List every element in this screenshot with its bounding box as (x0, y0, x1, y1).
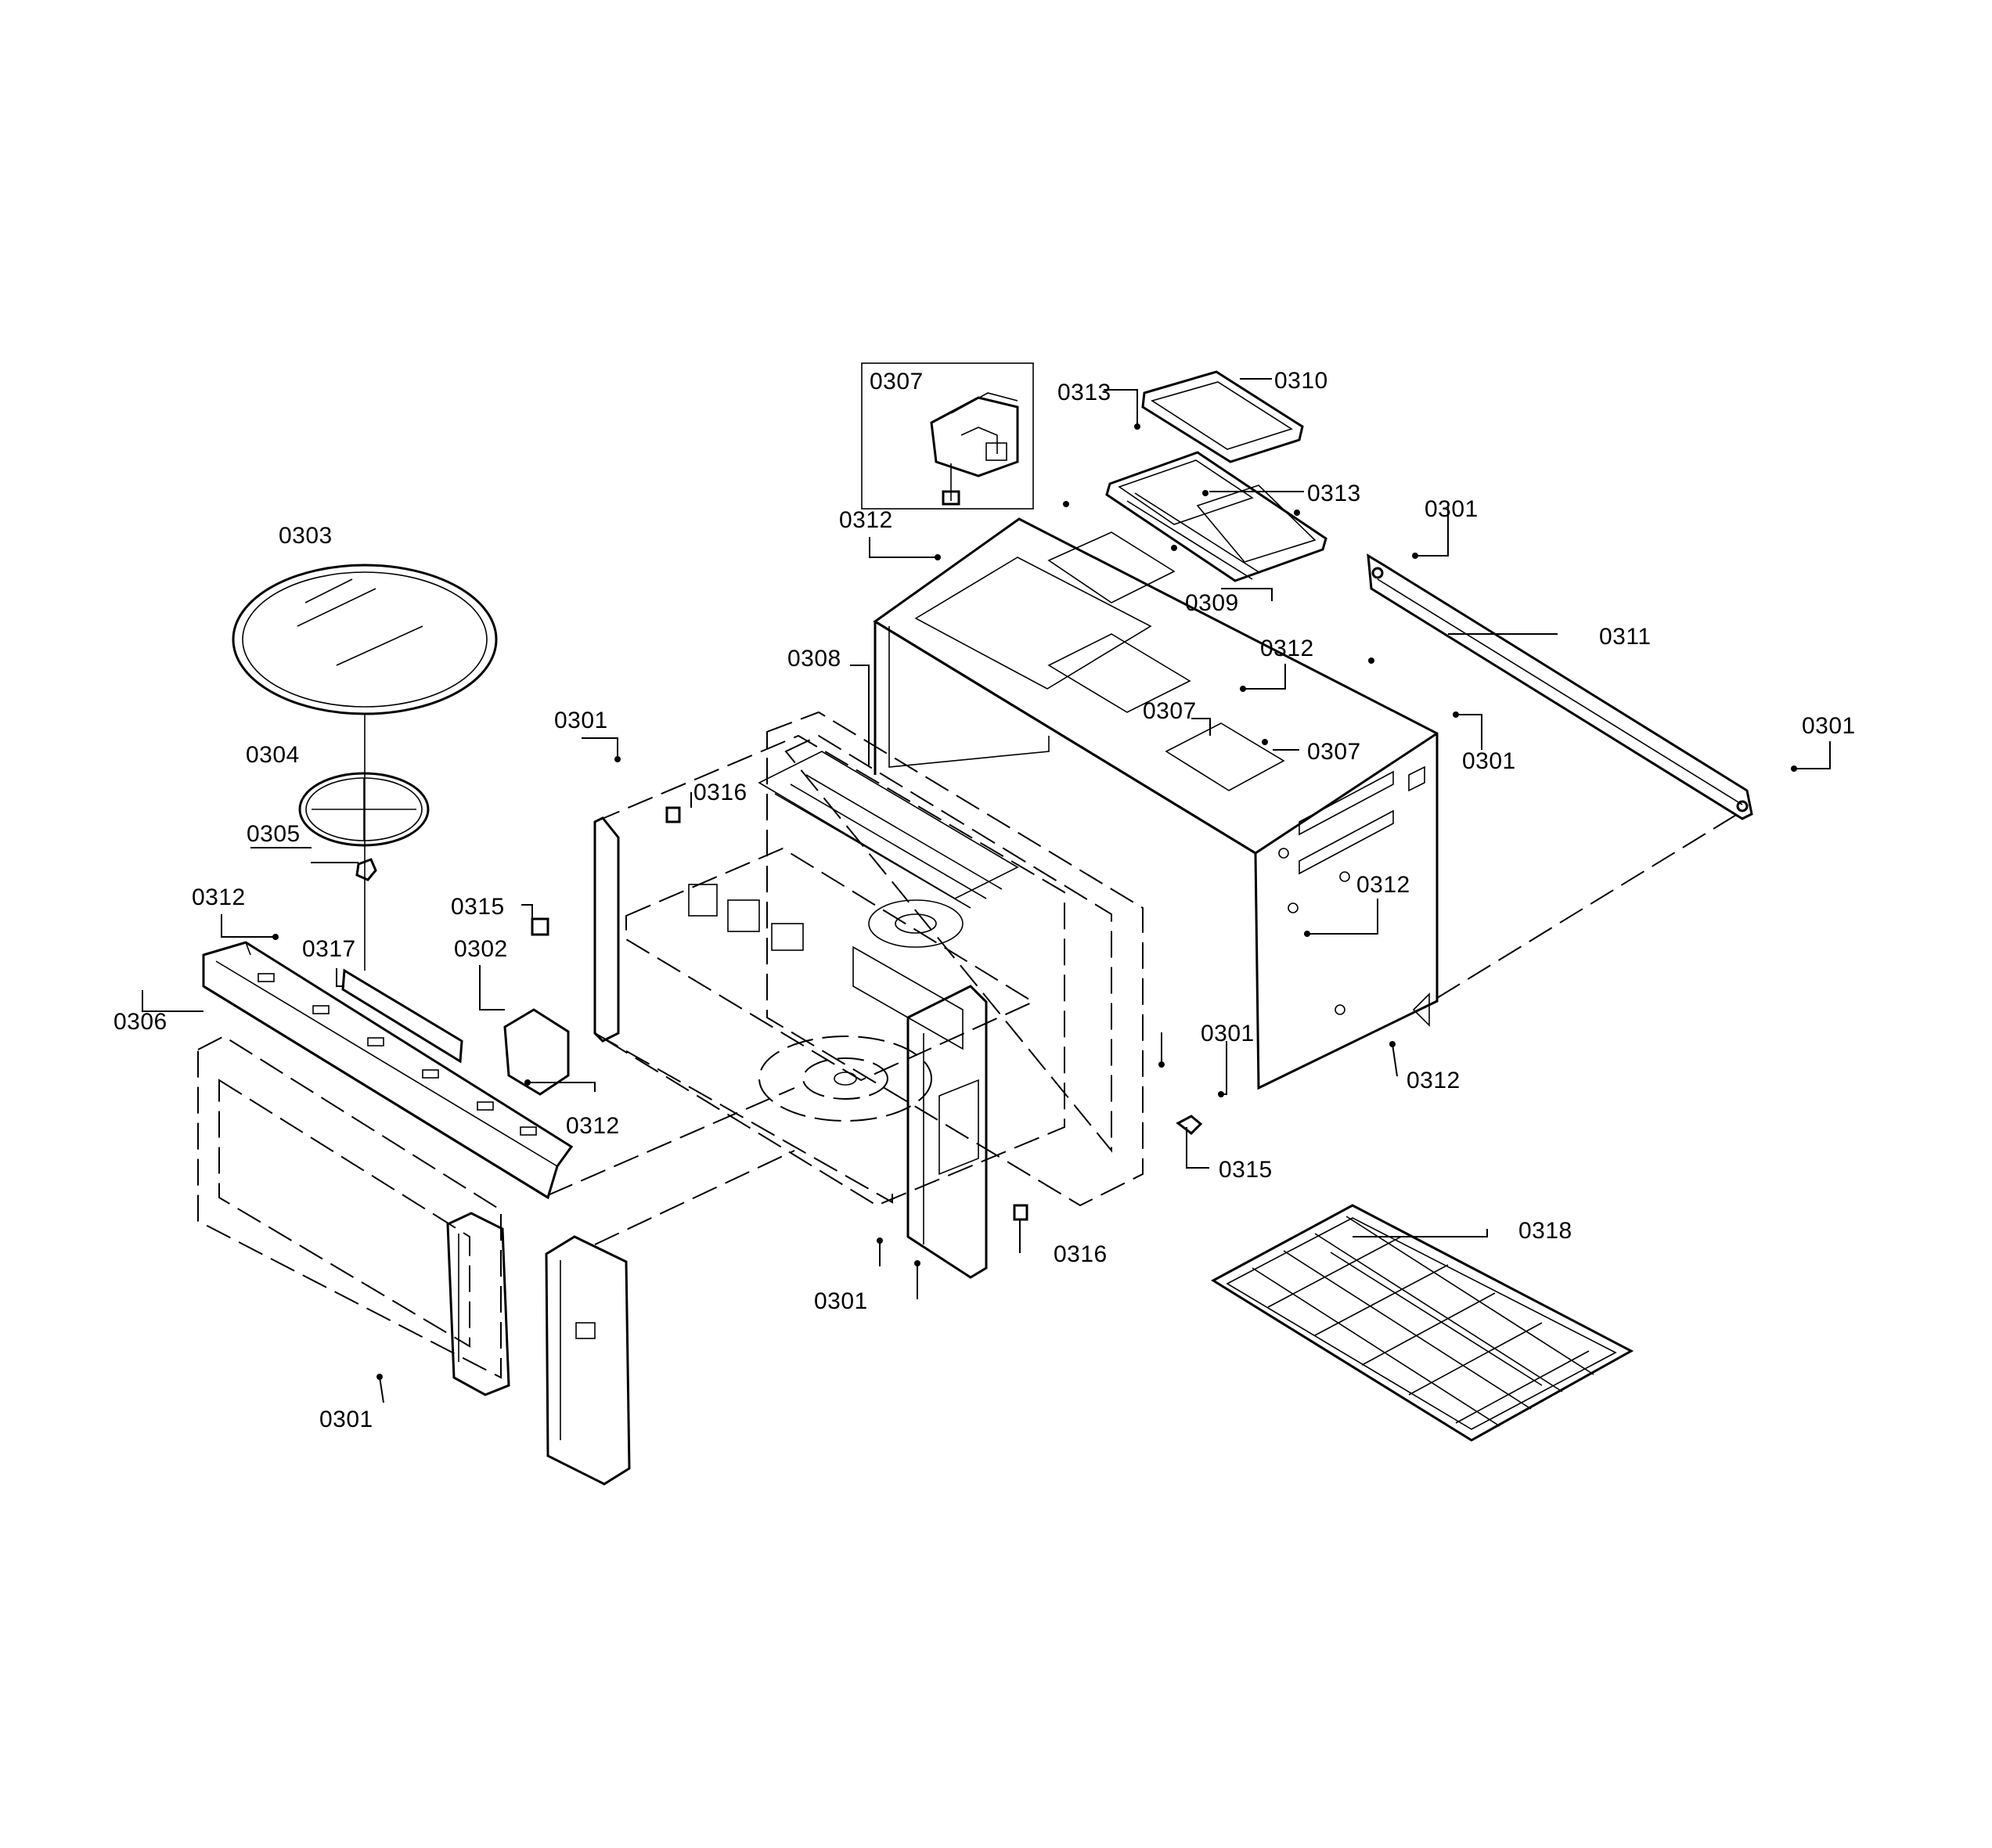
alignment-lines (364, 714, 1738, 1245)
label-0311: 0311 (1599, 624, 1652, 650)
label-0312-mid: 0312 (1260, 636, 1314, 661)
label-0308: 0308 (787, 646, 841, 672)
label-0318: 0318 (1518, 1218, 1572, 1244)
label-0316-bottom: 0316 (1054, 1241, 1108, 1267)
label-0302: 0302 (454, 936, 508, 962)
label-0309: 0309 (1185, 590, 1239, 616)
label-0301-door-bottom: 0301 (319, 1407, 373, 1432)
label-0306: 0306 (113, 1009, 168, 1035)
cover-part-door-side (545, 1235, 631, 1486)
leader-lines (142, 378, 1831, 1403)
label-0310: 0310 (1274, 368, 1328, 394)
clip-part-0315-right (1176, 1115, 1203, 1135)
label-0301-front-right: 0301 (1201, 1021, 1255, 1046)
rail-part-0311 (1367, 553, 1753, 820)
label-0304: 0304 (246, 742, 300, 768)
clip-part-0316-bottom (1013, 1204, 1028, 1221)
label-0301-far-right: 0301 (1802, 713, 1856, 739)
door-assembly (197, 1035, 510, 1396)
label-0301-cabinet: 0301 (1462, 748, 1516, 774)
label-0307-inset: 0307 (870, 369, 924, 394)
label-0313-top: 0313 (1057, 380, 1111, 405)
label-0315-right: 0315 (1219, 1157, 1273, 1183)
label-0307-mid-right: 0307 (1307, 739, 1361, 765)
part-labels: 0307 0310 0313 0313 0312 0309 0301 0311 … (113, 368, 1856, 1432)
label-0317: 0317 (302, 936, 356, 962)
rack-part-0318 (1211, 1204, 1634, 1442)
cover-part-0302 (503, 1008, 570, 1096)
screw-dots (272, 423, 1797, 1380)
coupler-part-0305 (355, 858, 377, 881)
cabinet-part-0308 (873, 517, 1439, 1090)
label-0301-front-bottom: 0301 (814, 1288, 868, 1314)
filter-part-0310 (1141, 370, 1304, 463)
label-0312-left: 0312 (192, 884, 246, 910)
plate-part-0309 (1105, 451, 1327, 582)
label-0312-panel: 0312 (566, 1113, 620, 1139)
label-0303: 0303 (279, 523, 333, 549)
control-panel-part-0306 (202, 941, 574, 1200)
label-0305: 0305 (247, 821, 301, 847)
oven-cavity-assembly (593, 711, 1144, 1279)
label-0312-top: 0312 (839, 507, 893, 533)
clip-part-0315-left (531, 917, 549, 936)
label-0312-cab-side-upper: 0312 (1356, 872, 1410, 898)
label-0301-rail: 0301 (1425, 496, 1479, 522)
roller-ring-part-0304 (298, 772, 430, 847)
turntable-glass-part-0303 (232, 564, 498, 715)
label-0301-front-top: 0301 (554, 708, 608, 733)
clip-part-0316-top (665, 806, 681, 823)
inset-box-0307 (861, 362, 1034, 510)
label-0313-right: 0313 (1307, 481, 1361, 506)
label-0307-mid-left: 0307 (1143, 698, 1197, 724)
label-0315-left: 0315 (451, 894, 505, 920)
label-part-0317 (341, 968, 463, 1064)
label-0316-top: 0316 (693, 780, 747, 805)
label-0312-cab-side-lower: 0312 (1407, 1068, 1461, 1093)
